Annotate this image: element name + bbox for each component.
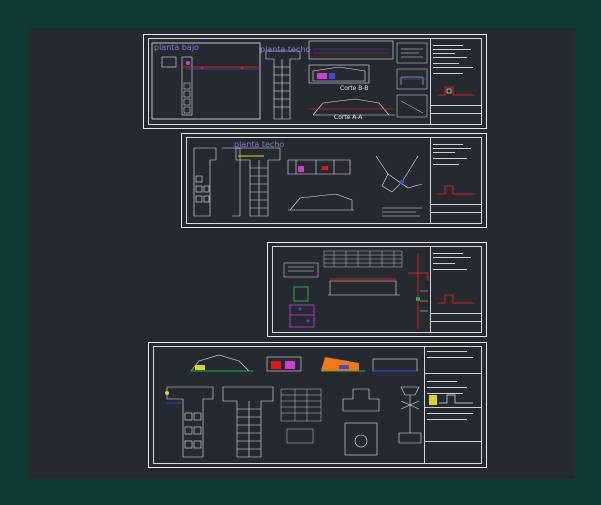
- sheet-2-frame: [186, 137, 482, 224]
- label-planta-techo-2: planta techo: [234, 140, 285, 149]
- elevation-drawing-icon: [328, 278, 400, 296]
- schedule-table-icon: [280, 388, 322, 444]
- floor-plan-drawing-icon: [283, 262, 319, 328]
- sheet-1-frame: [148, 38, 482, 125]
- floor-plan-drawing-icon: [193, 147, 241, 217]
- detail-drawing-icon: [408, 253, 429, 329]
- title-block-logo-icon: [429, 394, 473, 405]
- section-drawing-icon: [308, 40, 428, 118]
- sheet-4-title-block: [424, 347, 481, 463]
- label-corte-bb: Corte B-B: [340, 85, 369, 92]
- model-space[interactable]: [27, 28, 575, 479]
- label-planta-techo: planta techo: [260, 45, 311, 54]
- drawing-sheet-1[interactable]: planta bajo planta techo: [143, 34, 487, 129]
- drawing-sheet-4[interactable]: [148, 342, 487, 468]
- roof-plan-drawing-icon: [265, 50, 301, 120]
- site-plan-drawing-icon: [375, 155, 423, 217]
- roof-plan-drawing-icon: [235, 147, 281, 217]
- elevation-drawing-icon: [287, 159, 354, 211]
- schedule-table-icon: [323, 250, 403, 268]
- detail-drawing-icon: [398, 386, 422, 444]
- title-block-logo-icon: [437, 86, 475, 96]
- drawing-sheet-2[interactable]: planta techo: [181, 133, 487, 228]
- title-block-logo-icon: [437, 294, 475, 304]
- elevation-strip-icon: [190, 354, 418, 372]
- sheet-3-title-block: [430, 247, 481, 332]
- sheet-4-frame: [153, 346, 482, 464]
- floor-plan-drawing-icon: [165, 386, 214, 458]
- title-block-logo-icon: [437, 185, 475, 195]
- sheet-2-title-block: [430, 138, 481, 223]
- drawing-sheet-3[interactable]: [267, 242, 487, 337]
- roof-plan-drawing-icon: [222, 386, 274, 458]
- label-corte-aa: Corte A-A: [334, 114, 363, 121]
- label-planta-bajo: planta bajo: [154, 43, 199, 52]
- sheet-3-frame: [272, 246, 482, 333]
- site-plan-drawing-icon: [342, 388, 380, 456]
- sheet-1-title-block: [430, 39, 481, 124]
- floor-plan-drawing-icon: [151, 42, 261, 120]
